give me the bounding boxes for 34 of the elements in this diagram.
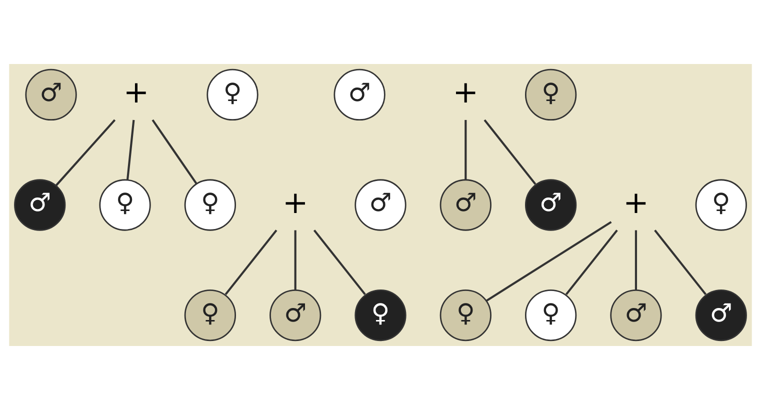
- node-circle: ♀: [440, 289, 492, 342]
- connector: [484, 119, 536, 185]
- node-circle: ♂: [14, 179, 66, 231]
- connector: [634, 230, 638, 290]
- connector: [55, 119, 116, 186]
- connector: [313, 230, 366, 296]
- node-circle: ♂: [354, 179, 406, 231]
- connector: [126, 120, 135, 180]
- connector: [464, 120, 467, 180]
- node-circle: ♂: [270, 289, 322, 342]
- connector: [294, 230, 296, 290]
- node-circle: ♀: [354, 289, 406, 342]
- node-circle: ♂: [610, 289, 662, 342]
- node-circle: ♀: [184, 179, 236, 231]
- node-circle: ♂: [334, 68, 386, 121]
- node-circle: ♀: [184, 289, 236, 342]
- node-text: +: [452, 74, 479, 111]
- node-circle: ♀: [99, 179, 151, 231]
- node-circle: ♂: [695, 289, 747, 342]
- connector: [224, 230, 278, 296]
- node-circle: ♂: [440, 179, 492, 231]
- node-text: +: [282, 184, 308, 221]
- connector: [565, 230, 618, 296]
- node-text: +: [123, 74, 150, 111]
- node-circle: ♂: [25, 68, 77, 121]
- node-text: +: [623, 184, 649, 221]
- node-circle: ♀: [695, 179, 747, 231]
- connector: [486, 221, 612, 302]
- connector: [654, 230, 707, 296]
- node-circle: ♀: [525, 68, 577, 121]
- connector: [152, 119, 198, 184]
- node-circle: ♀: [525, 289, 577, 342]
- node-circle: ♂: [525, 179, 577, 231]
- node-circle: ♀: [206, 68, 258, 121]
